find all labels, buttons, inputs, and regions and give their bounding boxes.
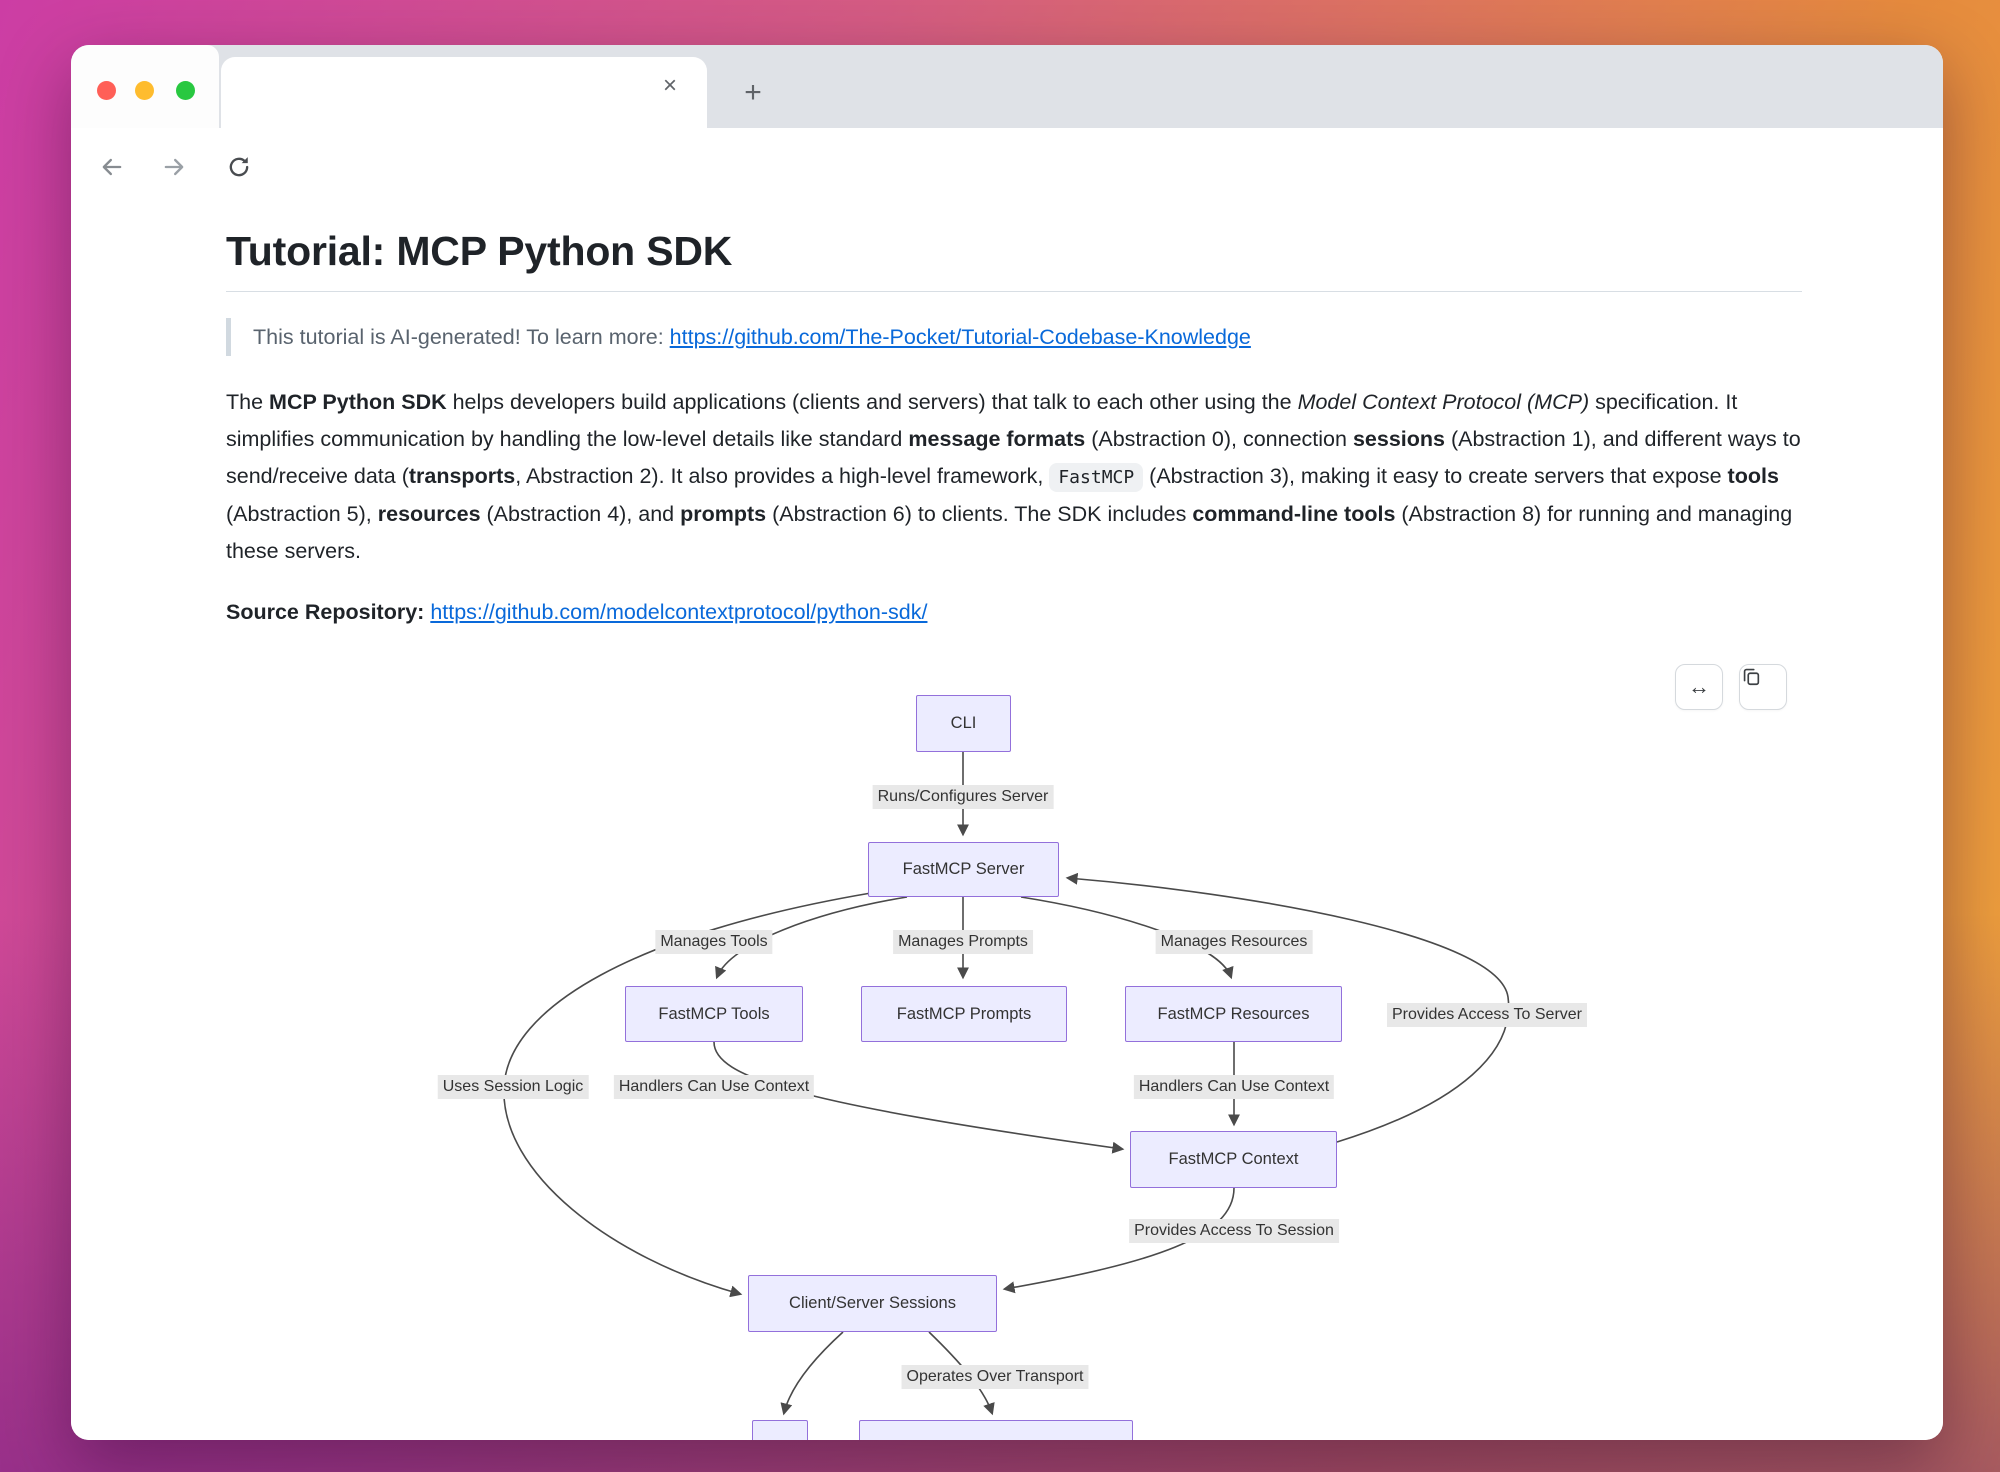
page-content: Tutorial: MCP Python SDK This tutorial i… — [71, 206, 1943, 1440]
intro-segment: command-line tools — [1192, 502, 1396, 526]
intro-segment: (Abstraction 4), and — [480, 502, 681, 526]
intro-segment: (Abstraction 0), connection — [1085, 427, 1353, 451]
intro-segment: transports — [408, 464, 516, 488]
ai-generated-callout: This tutorial is AI-generated! To learn … — [226, 318, 1802, 356]
forward-button[interactable] — [152, 145, 196, 189]
reload-icon — [229, 157, 249, 177]
reload-button[interactable] — [217, 145, 261, 189]
intro-segment: (Abstraction 3), making it easy to creat… — [1143, 464, 1728, 488]
diagram-expand-button[interactable]: ↔ — [1675, 664, 1723, 710]
intro-segment: prompts — [680, 502, 767, 526]
intro-segment: resources — [377, 502, 481, 526]
intro-segment: helps developers build applications (cli… — [446, 390, 1298, 414]
back-arrow-icon — [102, 158, 122, 176]
new-tab-button[interactable]: + — [733, 73, 773, 113]
callout-text: This tutorial is AI-generated! To learn … — [253, 325, 670, 349]
forward-arrow-icon — [164, 158, 184, 176]
tutorial-codebase-link[interactable]: https://github.com/The-Pocket/Tutorial-C… — [669, 325, 1251, 349]
intro-segment: MCP Python SDK — [269, 390, 447, 414]
intro-segment: FastMCP — [1049, 463, 1144, 492]
browser-window: × + ⋮ Tutorial: MCP Python SDK This tuto… — [71, 45, 1943, 1440]
source-repository-label: Source Repository: — [226, 600, 425, 624]
copy-icon — [1743, 668, 1760, 686]
intro-segment: sessions — [1352, 427, 1445, 451]
intro-segment: (Abstraction 1), and different ways to s… — [226, 427, 1801, 488]
tab-strip: × + — [71, 45, 1943, 128]
intro-segment: , Abstraction 2). It also provides a hig… — [515, 464, 1050, 488]
source-repository-link[interactable]: https://github.com/modelcontextprotocol/… — [430, 600, 928, 624]
intro-segment: tools — [1727, 464, 1779, 488]
intro-segment: message formats — [908, 427, 1086, 451]
intro-segment: (Abstraction 5), — [226, 502, 378, 526]
intro-segment: specification. It simplifies communicati… — [226, 390, 1738, 451]
diagram-copy-button[interactable] — [1739, 664, 1787, 710]
close-icon: × — [662, 72, 677, 99]
plus-icon: + — [744, 76, 762, 109]
intro-paragraph: The MCP Python SDK helps developers buil… — [226, 384, 1802, 570]
maximize-window-button[interactable] — [176, 81, 195, 100]
intro-segment: (Abstraction 8) for running and managing… — [226, 502, 1793, 563]
tab-close-button[interactable]: × — [653, 69, 687, 103]
minimize-window-button[interactable] — [135, 81, 154, 100]
close-window-button[interactable] — [97, 81, 116, 100]
intro-segment: The — [226, 390, 270, 414]
back-button[interactable] — [90, 145, 134, 189]
browser-toolbar: ⋮ — [71, 128, 1943, 276]
source-repository-line: Source Repository: https://github.com/mo… — [226, 600, 1802, 625]
browser-tab[interactable]: × — [221, 57, 707, 128]
intro-segment: (Abstraction 6) to clients. The SDK incl… — [766, 502, 1193, 526]
intro-segment: Model Context Protocol (MCP) — [1297, 390, 1590, 414]
page-title: Tutorial: MCP Python SDK — [226, 228, 1802, 292]
expand-icon: ↔ — [1688, 674, 1710, 699]
